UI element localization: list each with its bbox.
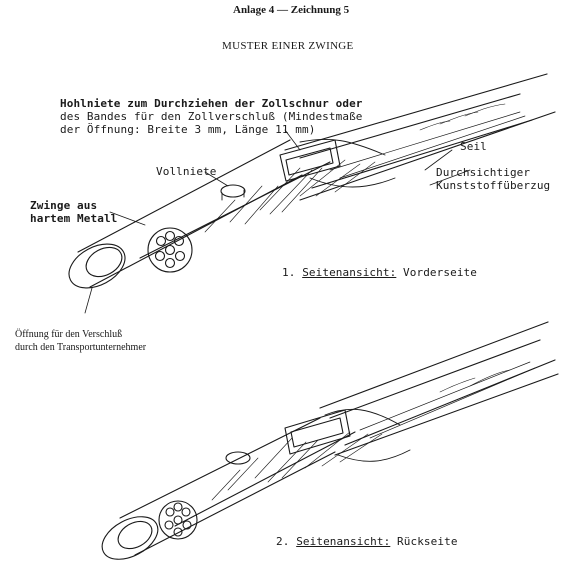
hollow-rivet-label-line-2: des Bandes für den Zollverschluß (Mindes… <box>60 110 363 123</box>
back-view-number: 2. <box>276 535 290 548</box>
front-leader-lines <box>84 129 471 314</box>
ferrule-label-line-1: Zwinge aus <box>30 199 98 212</box>
back-rope <box>319 321 559 456</box>
back-solid-rivet <box>225 451 251 465</box>
solid-rivet-label: Vollniete <box>156 165 217 178</box>
annex-label: Anlage 4 — Zeichnung 5 <box>233 4 350 16</box>
front-tube-opening <box>68 243 126 289</box>
front-hollow-rivet <box>279 139 341 182</box>
back-ferrule <box>119 408 411 556</box>
back-view-prefix: Seitenansicht: <box>296 535 391 548</box>
page-title: MUSTER EINER ZWINGE <box>222 40 354 52</box>
front-view-number: 1. <box>282 266 296 279</box>
opening-label-line-2: durch den Transportunternehmer <box>15 342 147 353</box>
rope-label: Seil <box>460 140 487 153</box>
front-view-suffix: Vorderseite <box>403 266 477 279</box>
front-hatching <box>204 159 376 233</box>
back-tube-opening <box>101 516 159 560</box>
front-ferrule <box>77 138 396 288</box>
back-hatching <box>211 431 383 501</box>
back-view-caption: 2. Seitenansicht: Rückseite <box>276 535 458 548</box>
back-hollow-rivet <box>284 409 351 455</box>
front-solid-rivet <box>220 184 246 198</box>
back-rope-cross-section <box>158 500 198 540</box>
back-view-suffix: Rückseite <box>397 535 458 548</box>
front-rope <box>284 73 556 201</box>
hollow-rivet-label-line-3: der Öffnung: Breite 3 mm, Länge 11 mm) <box>60 123 316 136</box>
opening-label-line-1: Öffnung für den Verschluß <box>15 329 123 340</box>
coating-label-line-2: Kunststoffüberzug <box>436 179 551 192</box>
hollow-rivet-label-line-1: Hohlniete zum Durchziehen der Zollschnur… <box>60 97 363 110</box>
back-view-illustration <box>101 321 559 560</box>
front-view-caption: 1. Seitenansicht: Vorderseite <box>282 266 477 279</box>
front-rope-cross-section <box>147 227 193 273</box>
ferrule-label-line-2: hartem Metall <box>30 212 118 225</box>
coating-label-line-1: Durchsichtiger <box>436 166 531 179</box>
front-view-illustration <box>68 73 556 314</box>
front-view-prefix: Seitenansicht: <box>302 266 397 279</box>
